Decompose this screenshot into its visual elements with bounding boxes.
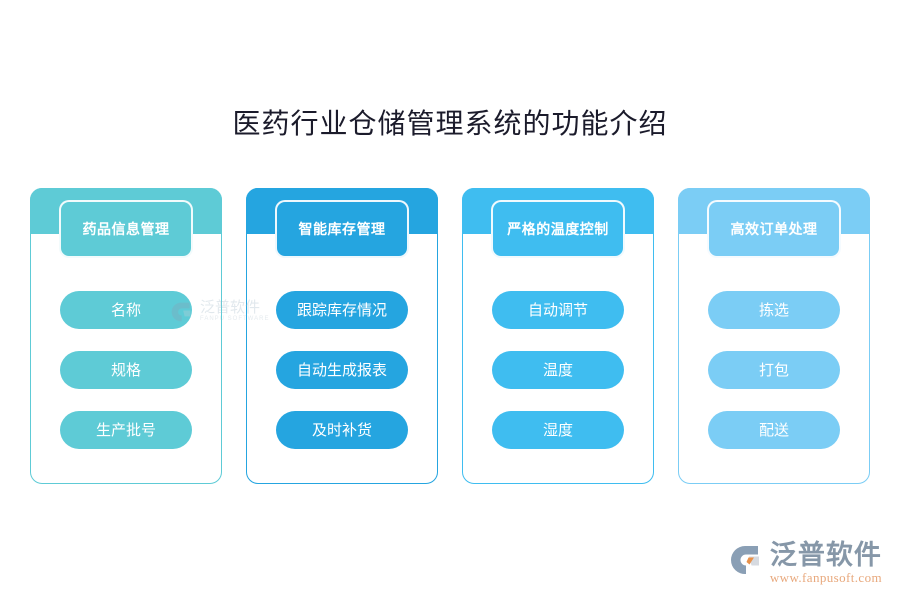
card-item-pill[interactable]: 配送 (708, 411, 840, 449)
card-item-pill[interactable]: 自动生成报表 (276, 351, 408, 389)
page-title: 医药行业仓储管理系统的功能介绍 (232, 108, 668, 139)
card-item-label: 配送 (758, 421, 789, 439)
card-item-label: 生产批号 (95, 421, 156, 439)
card-header-label: 严格的温度控制 (507, 221, 609, 237)
card-item-label: 温度 (542, 361, 573, 379)
card-header-label: 高效订单处理 (730, 221, 818, 237)
card-item-label: 规格 (110, 361, 141, 379)
card-item-label: 自动生成报表 (296, 361, 387, 379)
card-item-pill[interactable]: 湿度 (492, 411, 624, 449)
card-item-list: 跟踪库存情况 自动生成报表 及时补货 (247, 291, 437, 449)
feature-card-4[interactable]: 高效订单处理 拣选 打包 配送 (678, 188, 870, 484)
card-item-label: 打包 (758, 361, 789, 379)
card-item-list: 自动调节 温度 湿度 (463, 291, 653, 449)
card-header-label: 药品信息管理 (82, 221, 170, 237)
card-header-badge[interactable]: 高效订单处理 (707, 200, 841, 258)
card-item-pill[interactable]: 生产批号 (60, 411, 192, 449)
card-item-pill[interactable]: 温度 (492, 351, 624, 389)
feature-card-1[interactable]: 药品信息管理 名称 规格 生产批号 (30, 188, 222, 484)
feature-card-2[interactable]: 智能库存管理 跟踪库存情况 自动生成报表 及时补货 (246, 188, 438, 484)
card-item-label: 拣选 (758, 301, 789, 319)
card-header-badge[interactable]: 智能库存管理 (275, 200, 409, 258)
card-item-pill[interactable]: 名称 (60, 291, 192, 329)
card-item-label: 自动调节 (527, 301, 588, 319)
card-item-pill[interactable]: 跟踪库存情况 (276, 291, 408, 329)
card-item-pill[interactable]: 规格 (60, 351, 192, 389)
card-header-badge[interactable]: 药品信息管理 (59, 200, 193, 258)
card-item-label: 跟踪库存情况 (296, 301, 387, 319)
brand-logo: 泛普软件 www.fanpusoft.com (727, 540, 882, 586)
card-item-pill[interactable]: 拣选 (708, 291, 840, 329)
card-item-pill[interactable]: 自动调节 (492, 291, 624, 329)
card-item-label: 湿度 (542, 421, 573, 439)
card-header-badge[interactable]: 严格的温度控制 (491, 200, 625, 258)
fanpu-logo-icon (727, 542, 763, 578)
card-item-list: 拣选 打包 配送 (679, 291, 869, 449)
brand-text: 泛普软件 www.fanpusoft.com (770, 540, 882, 586)
feature-card-3[interactable]: 严格的温度控制 自动调节 温度 湿度 (462, 188, 654, 484)
feature-cards-row: 药品信息管理 名称 规格 生产批号 智能库存管理 跟踪库存情况 自动生成报表 (30, 188, 870, 484)
card-item-pill[interactable]: 打包 (708, 351, 840, 389)
card-item-pill[interactable]: 及时补货 (276, 411, 408, 449)
brand-name-cn: 泛普软件 (769, 540, 882, 570)
card-item-label: 及时补货 (311, 421, 372, 439)
card-item-list: 名称 规格 生产批号 (31, 291, 221, 449)
brand-url: www.fanpusoft.com (769, 570, 882, 585)
card-item-label: 名称 (110, 301, 141, 319)
card-header-label: 智能库存管理 (298, 221, 386, 237)
